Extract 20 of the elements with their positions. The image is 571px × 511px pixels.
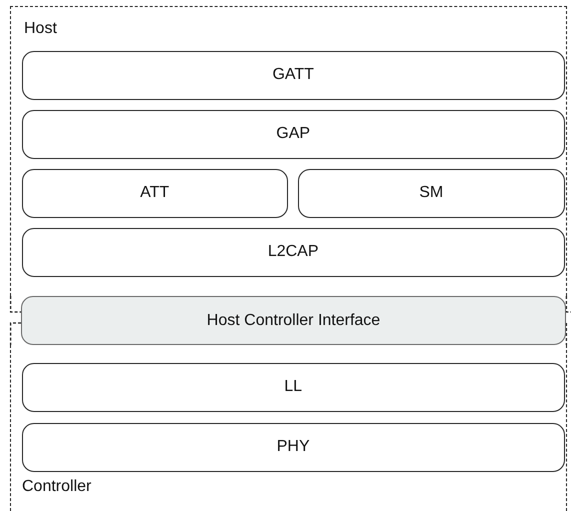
layer-box xyxy=(22,228,565,277)
layer-box xyxy=(298,168,565,218)
layer-label: Host Controller Interface xyxy=(206,312,380,330)
layer-label: L2CAP xyxy=(268,243,319,262)
layer-label: GATT xyxy=(272,66,314,84)
group-title: Controller xyxy=(22,478,92,496)
layer-label: LL xyxy=(284,378,302,396)
dashed-group-box xyxy=(10,345,567,511)
layer-label: ATT xyxy=(140,184,170,202)
interface-layer-box xyxy=(21,296,566,345)
layer-label: GAP xyxy=(276,125,310,144)
dashed-group-box xyxy=(10,6,567,296)
layer-box xyxy=(22,362,565,412)
layer-label: PHY xyxy=(276,438,310,456)
layer-label: SM xyxy=(419,184,444,202)
layer-box xyxy=(22,110,565,159)
group-title: Host xyxy=(24,20,57,38)
layer-box xyxy=(22,168,288,218)
layer-box xyxy=(22,422,565,472)
layer-box xyxy=(22,50,565,100)
